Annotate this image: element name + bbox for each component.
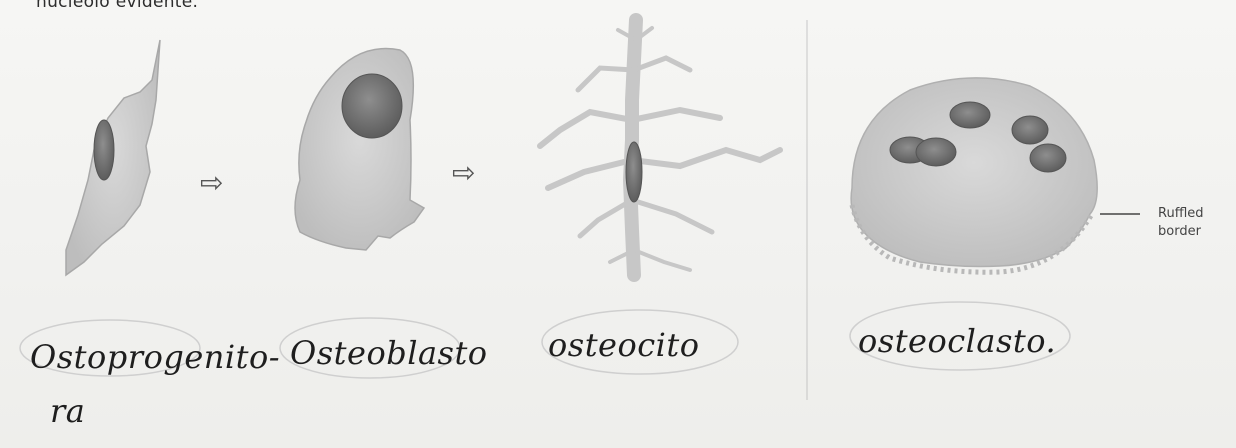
osteoclast-cell (851, 78, 1140, 272)
osteoblast-cell (295, 49, 424, 250)
handwritten-label-osteoprogenitor-line2: ra (50, 392, 85, 430)
ruffled-border-label: Ruffled border (1158, 205, 1204, 240)
handwritten-label-osteoclast: osteoclasto. (858, 322, 1056, 360)
ruffled-border-label-line1: Ruffled (1158, 205, 1204, 223)
handwritten-label-osteocyte: osteocito (548, 326, 700, 364)
osteoclast-nucleus-2 (916, 138, 956, 166)
osteoblast-nucleus (342, 74, 402, 138)
osteoprogenitor-cell (66, 40, 160, 275)
ruffled-border-label-line2: border (1158, 223, 1204, 241)
handwritten-label-osteoblast: Osteoblasto (290, 334, 488, 372)
osteoclast-nucleus-4 (1012, 116, 1048, 144)
osteocyte-cell (540, 20, 780, 275)
arrow-2: ⇨ (452, 156, 475, 189)
arrow-1: ⇨ (200, 166, 223, 199)
osteoprogenitor-nucleus (94, 120, 114, 180)
handwritten-label-osteoprogenitor-line1: Ostoprogenito- (30, 338, 280, 376)
osteocyte-nucleus (626, 142, 642, 202)
osteoclast-nucleus-5 (1030, 144, 1066, 172)
osteoclast-nucleus-3 (950, 102, 990, 128)
